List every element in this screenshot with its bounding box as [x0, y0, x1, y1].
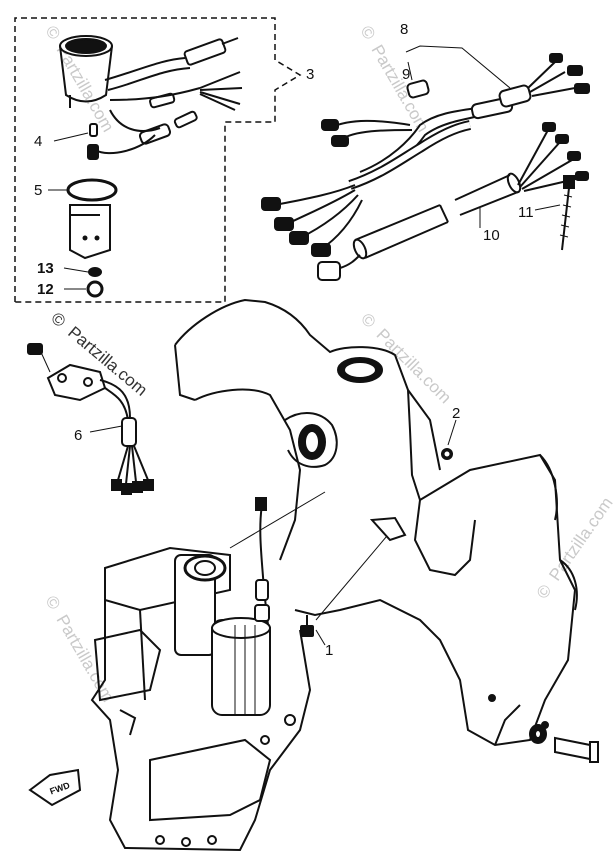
- callout-1: 1: [325, 642, 333, 659]
- watermark-symbol: ©: [47, 309, 69, 332]
- watermark-text: Partzilla.com: [373, 325, 455, 407]
- callout-6: 6: [74, 427, 82, 444]
- callout-3: 3: [306, 66, 314, 83]
- meter-bracket: [69, 204, 111, 260]
- callout-5: 5: [34, 182, 42, 199]
- callout-4: 4: [34, 133, 42, 150]
- swivel-bracket: [174, 298, 578, 747]
- watermark-symbol: ©: [42, 593, 65, 614]
- part-5-ring: [66, 178, 118, 202]
- callout-numbers: 3 4 5 13 12 8 9 11 10 6 2 1: [34, 21, 534, 659]
- callout-11: 11: [518, 204, 534, 221]
- part-2-nut: [441, 448, 453, 460]
- watermark-symbol: ©: [357, 309, 380, 332]
- fwd-arrow-icon: FWD: [28, 768, 82, 807]
- part-4-pin: [89, 123, 98, 137]
- part-12-nut: [86, 280, 104, 298]
- mount-bolt: [529, 724, 599, 763]
- trim-meter-assembly: [59, 35, 243, 160]
- callout-8: 8: [400, 21, 408, 38]
- watermark-symbol: ©: [42, 23, 65, 44]
- watermark-symbol: ©: [357, 23, 380, 44]
- callout-12: 12: [37, 281, 54, 298]
- part-6-trim-switch: [27, 343, 154, 495]
- dashed-group-box: [14, 17, 302, 303]
- callout-10: 10: [483, 227, 500, 244]
- wire-clamp: [369, 516, 407, 542]
- callout-13: 13: [37, 260, 54, 277]
- power-trim-tilt-unit: [90, 497, 312, 852]
- callout-9: 9: [402, 66, 410, 83]
- callout-2: 2: [452, 405, 460, 422]
- part-1-screw: [300, 615, 314, 637]
- watermark-text: Partzilla.com: [53, 612, 118, 706]
- watermark-symbol: ©: [533, 581, 556, 603]
- wire-harness: [261, 53, 590, 281]
- part-11-bolt: [559, 175, 575, 251]
- part-13-washer: [88, 267, 102, 277]
